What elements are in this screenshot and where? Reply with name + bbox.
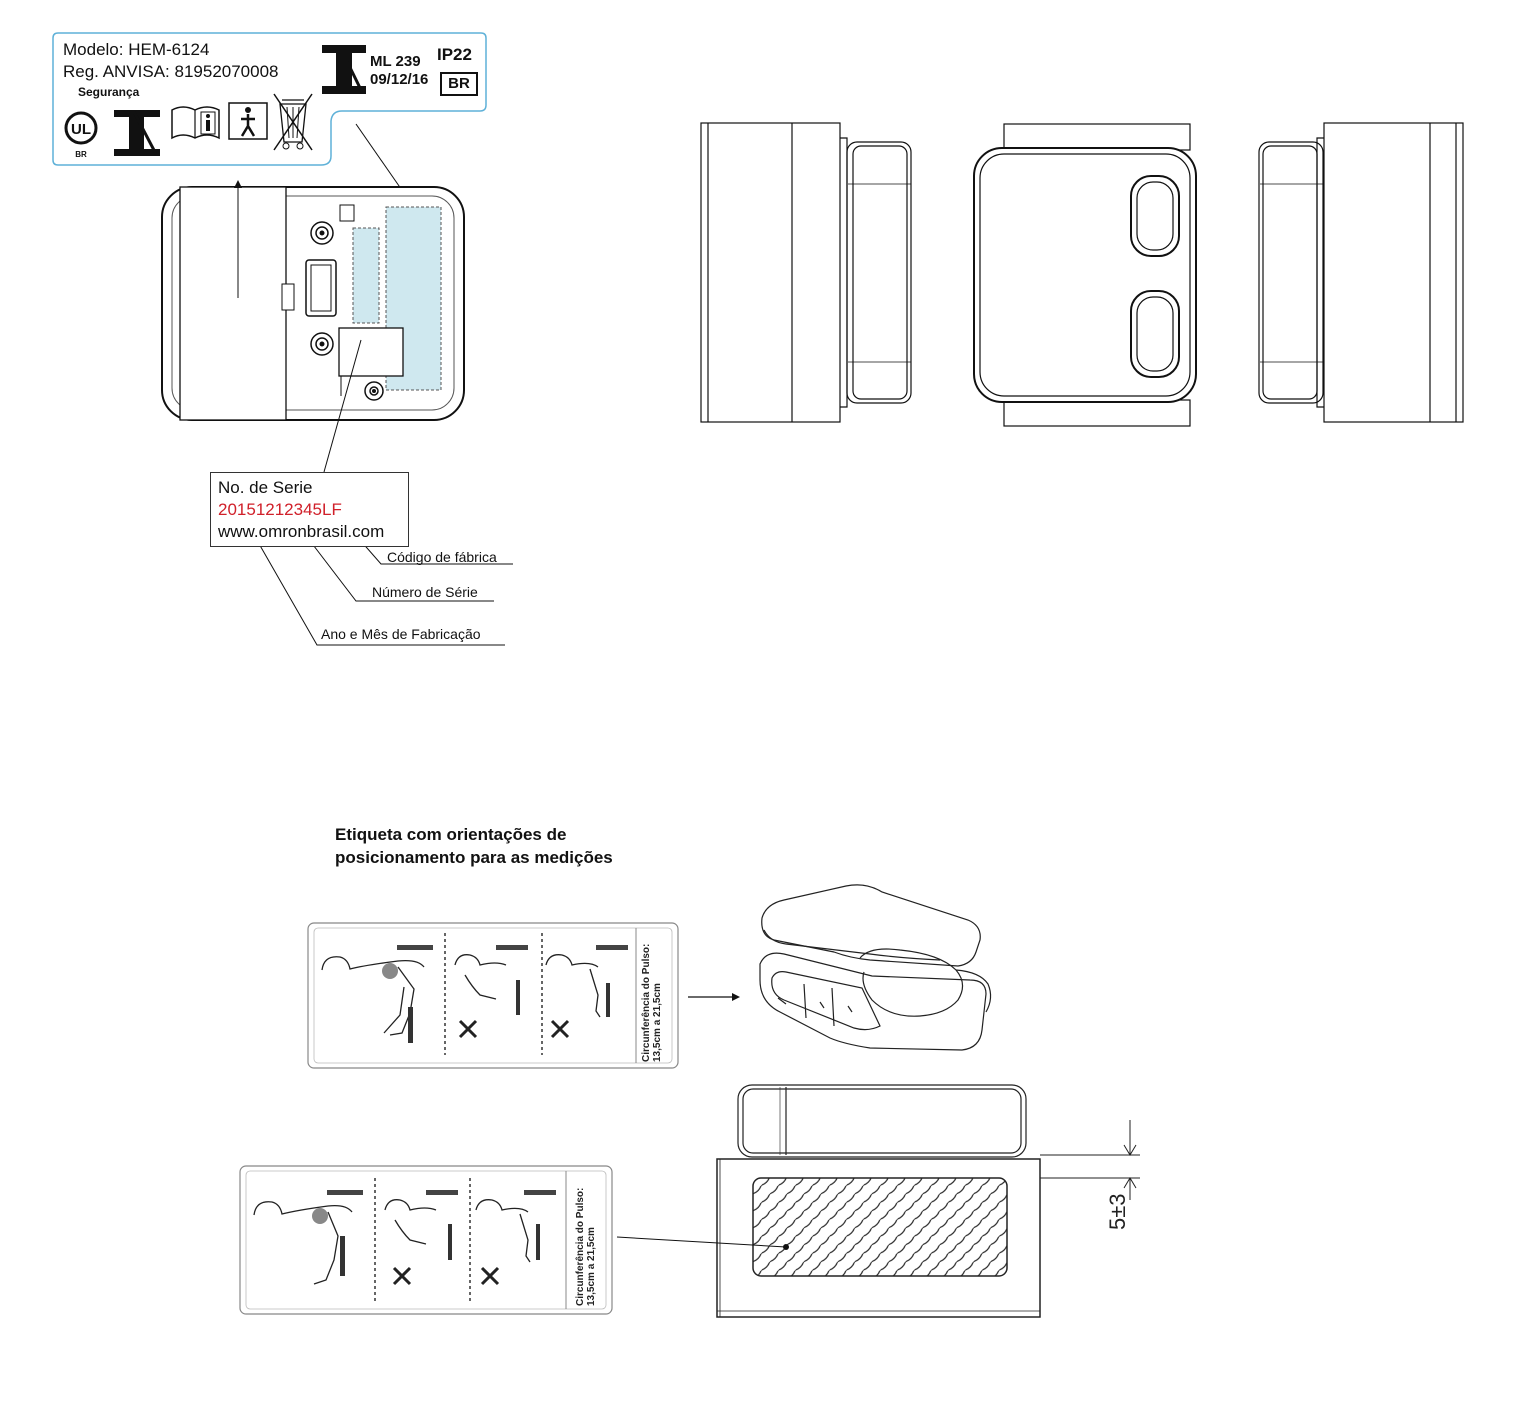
posture-wrong-1-bottom-icon [384, 1190, 458, 1286]
serial-number: 20151212345LF [218, 500, 342, 519]
device-perspective-view [759, 884, 992, 1051]
label-leader-line [355, 123, 407, 197]
posture-correct-bottom-icon [253, 1190, 363, 1285]
screw-top [310, 221, 334, 245]
positioning-label-bottom [239, 1165, 613, 1315]
bottom-label-leader [616, 1236, 787, 1248]
left-side-view [700, 122, 912, 423]
website-text: www.omronbrasil.com [218, 522, 385, 541]
battery-cover [179, 186, 287, 421]
label-date: 09/12/16 [370, 71, 429, 88]
inmetro-small-icon [114, 110, 160, 156]
label-icons: UL BR [64, 45, 366, 159]
section-title-line2: posicionamento para as medições [335, 848, 613, 867]
small-label-area [352, 227, 380, 324]
device-bottom-view [161, 123, 513, 646]
dimension-value: 5±3 [1105, 1193, 1130, 1230]
year-month-leader [257, 541, 505, 646]
safety-text: Segurança [78, 85, 140, 99]
section-title-line1: Etiqueta com orientações de [335, 825, 567, 844]
device-label-placement-view [616, 1084, 1140, 1318]
model-text: Modelo: HEM-6124 [63, 40, 210, 59]
serial-label-box [210, 472, 409, 547]
br-badge: BR [440, 72, 478, 96]
screw-bottom [364, 381, 384, 401]
dimension-lines [1040, 1120, 1140, 1200]
svg-text:BR: BR [75, 150, 87, 159]
posture-correct-icon [321, 945, 433, 1043]
serial-title: No. de Serie [218, 478, 313, 497]
posture-wrong-2-bottom-icon [475, 1190, 556, 1286]
manual-icon [171, 106, 220, 140]
serial-leader-line [323, 339, 362, 473]
ml-code: ML 239 [370, 53, 421, 70]
svg-text:UL: UL [71, 121, 91, 138]
device-label-frame [52, 32, 487, 166]
ip-rating: IP22 [437, 45, 472, 64]
ul-certification-icon: UL BR [64, 111, 98, 159]
posture-wrong-1-icon [454, 945, 528, 1039]
front-view [973, 123, 1197, 427]
callout-serial-number: Número de Série [372, 584, 478, 600]
section-title: Etiqueta com orientações de posicionamen… [335, 823, 613, 869]
inmetro-mark-icon [322, 45, 366, 94]
weee-bin-icon [273, 93, 313, 151]
serial-label-area [338, 327, 404, 377]
anvisa-registration: Reg. ANVISA: 81952070008 [63, 62, 279, 81]
positioning-label-top [307, 922, 740, 1069]
right-side-view [1258, 122, 1464, 423]
type-bf-icon [228, 102, 268, 140]
screw-middle [310, 332, 334, 356]
callout-factory-code: Código de fábrica [387, 549, 497, 565]
posture-wrong-2-icon [545, 945, 628, 1039]
callout-year-month: Ano e Mês de Fabricação [321, 626, 481, 642]
device-views [700, 122, 1464, 427]
wrist-circumference-top: Circunferência do Pulso: 13,5cm a 21,5cm [641, 943, 663, 1062]
connector-slot [305, 259, 337, 317]
wrist-circumference-bottom: Circunferência do Pulso: 13,5cm a 21,5cm [575, 1187, 597, 1306]
hatched-label-area [752, 1177, 1008, 1277]
